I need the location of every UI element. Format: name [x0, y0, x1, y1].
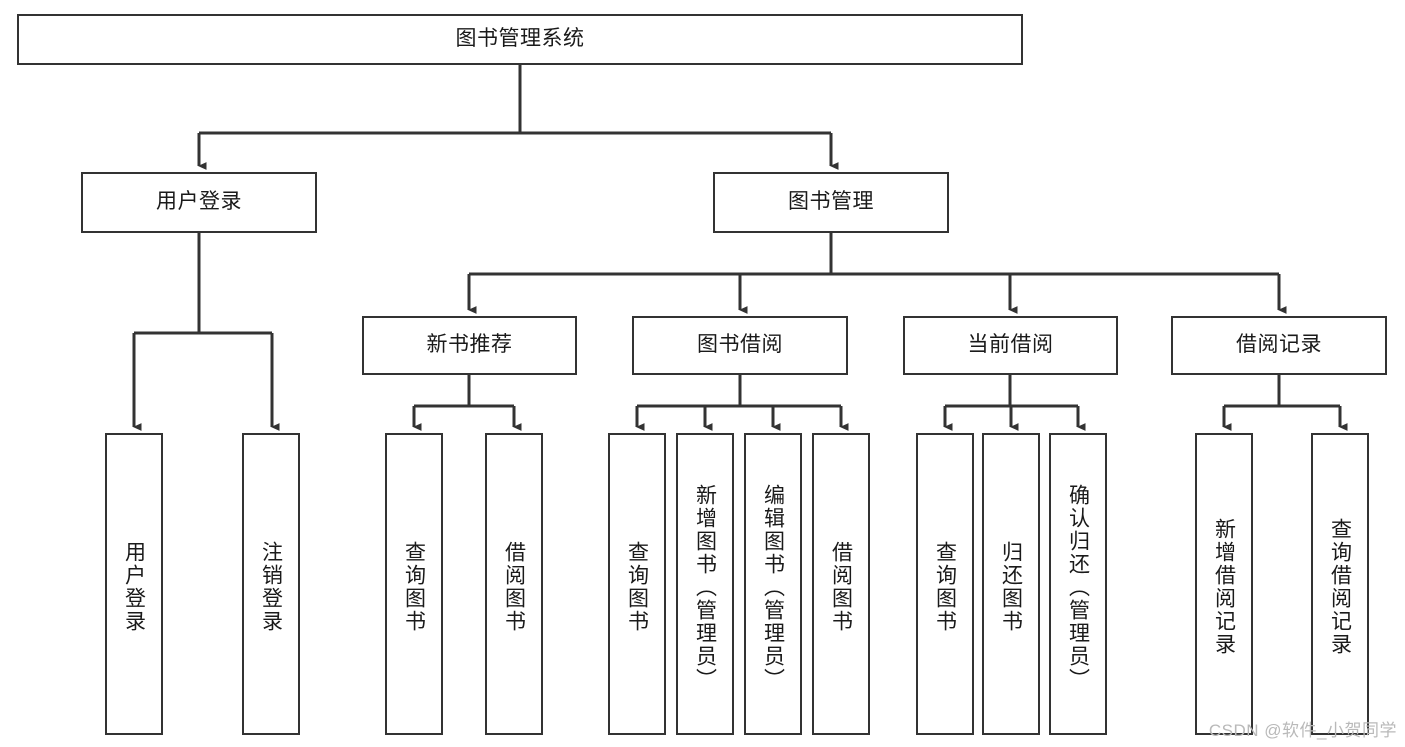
node-root-system-label: 图书管理系统: [455, 27, 585, 51]
leaf-edit-book-admin[interactable]: 编辑图书（管理员）: [744, 433, 802, 735]
leaf-logout[interactable]: 注销登录: [242, 433, 300, 735]
leaf-add-borrow-record-label: 新增借阅记录: [1212, 518, 1236, 656]
leaf-logout-label: 注销登录: [259, 541, 283, 633]
leaf-query-book-recommendation-label: 查询图书: [402, 541, 426, 633]
leaf-query-borrow-record-label: 查询借阅记录: [1328, 518, 1352, 656]
leaf-confirm-return-admin-label: 确认归还（管理员）: [1066, 483, 1090, 691]
leaf-borrow-book-borrowing[interactable]: 借阅图书: [812, 433, 870, 735]
leaf-query-book-current-label: 查询图书: [933, 541, 957, 633]
leaf-query-book-borrowing-label: 查询图书: [625, 541, 649, 633]
node-borrowing-record-label: 借阅记录: [1236, 333, 1322, 357]
node-new-book-recommendation-label: 新书推荐: [426, 333, 513, 357]
leaf-add-book-admin[interactable]: 新增图书（管理员）: [676, 433, 734, 735]
node-user-login[interactable]: 用户登录: [81, 172, 317, 233]
leaf-edit-book-admin-label: 编辑图书（管理员）: [761, 483, 785, 691]
leaf-add-book-admin-label: 新增图书（管理员）: [693, 483, 717, 691]
watermark-text: CSDN @软件_小贺同学: [1208, 721, 1397, 740]
node-book-management[interactable]: 图书管理: [713, 172, 949, 233]
leaf-user-login-label: 用户登录: [122, 541, 146, 633]
node-book-borrowing-label: 图书借阅: [697, 333, 783, 357]
leaf-confirm-return-admin[interactable]: 确认归还（管理员）: [1049, 433, 1107, 735]
leaf-user-login[interactable]: 用户登录: [105, 433, 163, 735]
leaf-query-book-borrowing[interactable]: 查询图书: [608, 433, 666, 735]
node-book-borrowing[interactable]: 图书借阅: [632, 316, 848, 375]
node-root-system[interactable]: 图书管理系统: [17, 14, 1023, 65]
node-current-borrowing-label: 当前借阅: [967, 333, 1054, 357]
leaf-borrow-book-recommendation-label: 借阅图书: [502, 541, 526, 633]
leaf-return-book-label: 归还图书: [999, 541, 1023, 633]
node-current-borrowing[interactable]: 当前借阅: [903, 316, 1118, 375]
leaf-add-borrow-record[interactable]: 新增借阅记录: [1195, 433, 1253, 735]
leaf-return-book[interactable]: 归还图书: [982, 433, 1040, 735]
node-borrowing-record[interactable]: 借阅记录: [1171, 316, 1387, 375]
leaf-borrow-book-borrowing-label: 借阅图书: [829, 541, 853, 633]
node-book-management-label: 图书管理: [788, 190, 874, 214]
leaf-borrow-book-recommendation[interactable]: 借阅图书: [485, 433, 543, 735]
leaf-query-book-recommendation[interactable]: 查询图书: [385, 433, 443, 735]
node-user-login-label: 用户登录: [156, 190, 242, 214]
leaf-query-book-current[interactable]: 查询图书: [916, 433, 974, 735]
leaf-query-borrow-record[interactable]: 查询借阅记录: [1311, 433, 1369, 735]
node-new-book-recommendation[interactable]: 新书推荐: [362, 316, 577, 375]
